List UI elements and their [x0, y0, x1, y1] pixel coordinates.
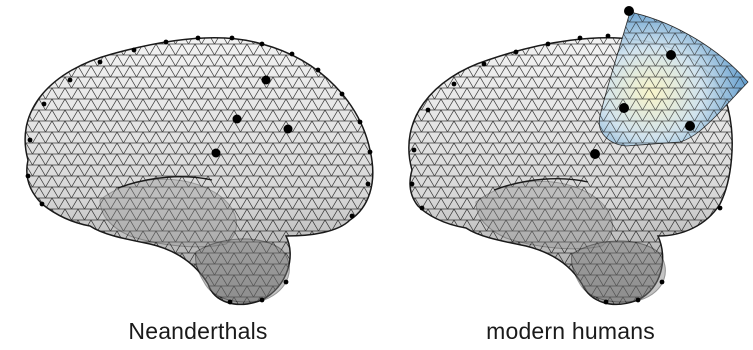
- neanderthal-panel: Neanderthals: [0, 0, 376, 350]
- neanderthal-label: Neanderthals: [10, 318, 386, 345]
- modern-human-endocast-mesh-icon: [376, 0, 753, 310]
- modern-human-label: modern humans: [382, 318, 753, 345]
- neanderthal-endocast-mesh-icon: [0, 0, 376, 310]
- modern-human-panel: modern humans: [376, 0, 753, 350]
